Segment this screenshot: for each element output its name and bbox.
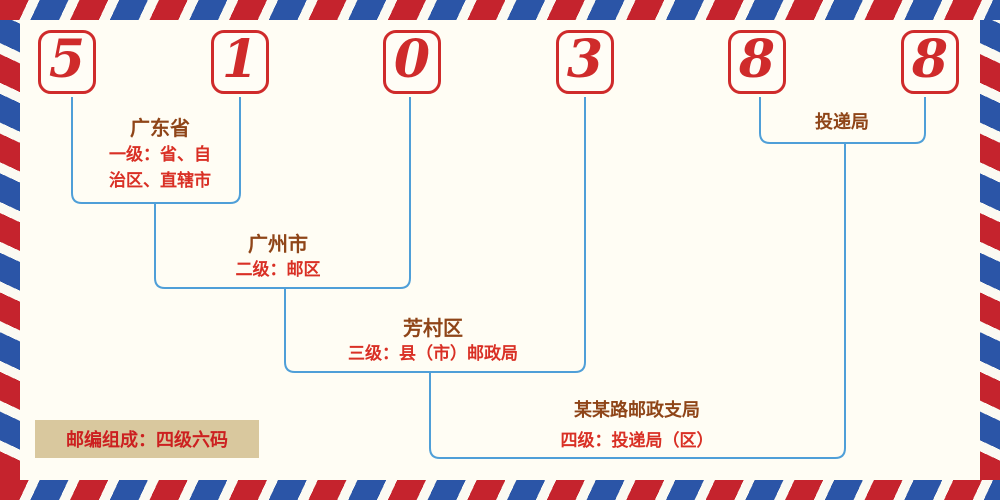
airmail-border-bottom (0, 480, 1000, 500)
digit-3: 0 (393, 29, 431, 90)
digit-box-3: 0 (383, 30, 441, 94)
digit-box-5: 8 (728, 30, 786, 94)
airmail-border-top (0, 0, 1000, 20)
delivery-office-label: 投递局 (815, 112, 869, 132)
level2-name-label: 广州市 (248, 234, 308, 256)
digit-2: 1 (221, 29, 259, 90)
airmail-border-right (980, 20, 1000, 480)
level1-desc-label: 一级：省、自 治区、直辖市 (109, 145, 211, 190)
level3-desc-label: 三级：县（市）邮政局 (348, 344, 518, 363)
level2-desc-label: 二级：邮区 (235, 260, 321, 279)
digit-box-4: 3 (556, 30, 614, 94)
digit-box-1: 5 (38, 30, 96, 94)
digit-box-2: 1 (211, 30, 269, 94)
digit-1: 5 (48, 29, 86, 90)
level3-name-label: 芳村区 (403, 318, 463, 340)
digit-6: 8 (911, 29, 949, 90)
level4-desc-label: 四级：投递局（区） (560, 431, 714, 450)
level1-name-label: 广东省 (130, 118, 190, 140)
digit-4: 3 (566, 29, 604, 90)
footer-note-box: 邮编组成：四级六码 (35, 420, 259, 458)
airmail-border-left (0, 20, 20, 480)
level4-name-label: 某某路邮政支局 (574, 400, 700, 420)
footer-note: 邮编组成：四级六码 (66, 430, 228, 450)
digit-box-6: 8 (901, 30, 959, 94)
digit-5: 8 (738, 29, 776, 90)
